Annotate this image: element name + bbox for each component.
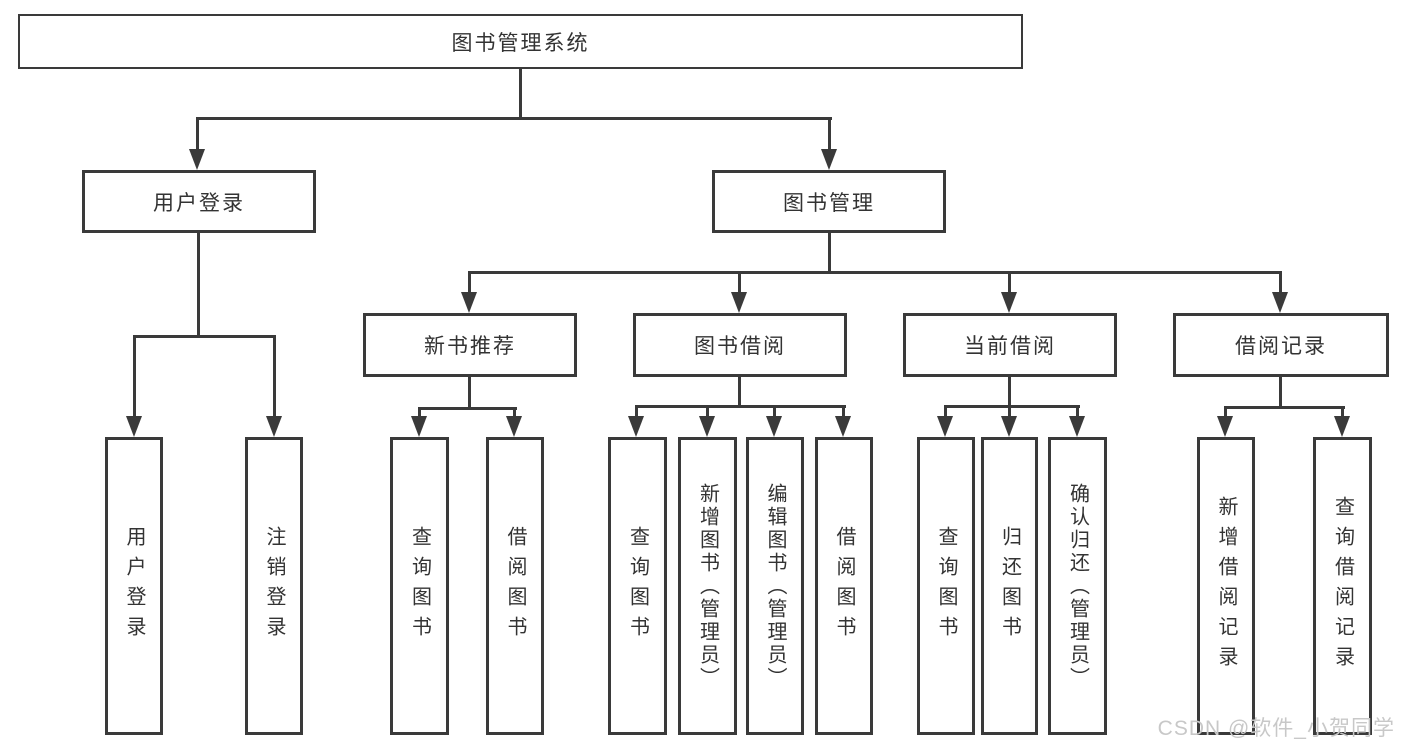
edge-borrow-drop-3	[773, 405, 776, 418]
arrowhead-icon	[1334, 416, 1350, 437]
arrowhead-icon	[266, 416, 282, 437]
arrowhead-icon	[1069, 416, 1085, 437]
edge-root-stem	[519, 68, 522, 120]
leaf-edit-books-admin: 编辑图书（管理员）	[746, 437, 804, 735]
leaf-return-books: 归还图书	[981, 437, 1038, 735]
arrowhead-icon	[1272, 292, 1288, 313]
edge-current-drop-2	[1008, 405, 1011, 418]
leaf-add-books-admin: 新增图书（管理员）	[678, 437, 737, 735]
arrowhead-icon	[731, 292, 747, 313]
edge-recommend-drop-1	[418, 407, 421, 418]
edge-current-stem	[1008, 377, 1011, 408]
edge-borrow-bar	[635, 405, 846, 408]
node-book-management: 图书管理	[712, 170, 946, 233]
edge-borrow-drop-1	[635, 405, 638, 418]
arrowhead-icon	[835, 416, 851, 437]
edge-borrow-drop-4	[842, 405, 845, 418]
arrowhead-icon	[1001, 292, 1017, 313]
edge-bookmgmt-drop-3	[1008, 271, 1011, 294]
leaf-query-borrow-record: 查询借阅记录	[1313, 437, 1372, 735]
node-new-book-recommend: 新书推荐	[363, 313, 577, 377]
leaf-logout: 注销登录	[245, 437, 303, 735]
arrowhead-icon	[126, 416, 142, 437]
csdn-watermark: CSDN @软件_小贺同学	[1157, 717, 1395, 740]
leaf-confirm-return-admin: 确认归还（管理员）	[1048, 437, 1107, 735]
leaf-recommend-borrow-books: 借阅图书	[486, 437, 544, 735]
arrowhead-icon	[1001, 416, 1017, 437]
arrowhead-icon	[506, 416, 522, 437]
arrowhead-icon	[937, 416, 953, 437]
edge-user-stem	[197, 233, 200, 337]
node-user-login: 用户登录	[82, 170, 316, 233]
leaf-borrow-query-books: 查询图书	[608, 437, 667, 735]
edge-root-bar	[196, 117, 832, 120]
edge-recommend-stem	[468, 377, 471, 410]
edge-records-drop-1	[1224, 406, 1227, 418]
leaf-user-login: 用户登录	[105, 437, 163, 735]
arrowhead-icon	[1217, 416, 1233, 437]
node-current-borrow: 当前借阅	[903, 313, 1117, 377]
edge-recommend-drop-2	[513, 407, 516, 418]
arrowhead-icon	[628, 416, 644, 437]
edge-user-drop-2	[273, 335, 276, 417]
node-book-borrow: 图书借阅	[633, 313, 847, 377]
arrowhead-icon	[189, 149, 205, 170]
edge-current-bar	[944, 405, 1080, 408]
arrowhead-icon	[821, 149, 837, 170]
leaf-borrow-books: 借阅图书	[815, 437, 873, 735]
node-root: 图书管理系统	[18, 14, 1023, 69]
edge-bookmgmt-stem	[828, 233, 831, 274]
leaf-recommend-query-books: 查询图书	[390, 437, 449, 735]
arrowhead-icon	[411, 416, 427, 437]
edge-bookmgmt-bar	[468, 271, 1282, 274]
arrowhead-icon	[766, 416, 782, 437]
edge-records-stem	[1279, 377, 1282, 409]
edge-current-drop-3	[1076, 405, 1079, 418]
edge-bookmgmt-drop-1	[468, 271, 471, 294]
node-borrow-records: 借阅记录	[1173, 313, 1389, 377]
edge-root-drop-left	[196, 117, 199, 153]
leaf-add-borrow-record: 新增借阅记录	[1197, 437, 1255, 735]
edge-borrow-drop-2	[706, 405, 709, 418]
edge-records-drop-2	[1341, 406, 1344, 418]
edge-user-drop-1	[133, 335, 136, 417]
edge-bookmgmt-drop-2	[738, 271, 741, 294]
edge-recommend-bar	[418, 407, 517, 410]
edge-root-drop-right	[828, 117, 831, 153]
leaf-current-query-books: 查询图书	[917, 437, 975, 735]
arrowhead-icon	[461, 292, 477, 313]
edge-bookmgmt-drop-4	[1279, 271, 1282, 294]
edge-current-drop-1	[944, 405, 947, 418]
edge-user-bar	[133, 335, 276, 338]
arrowhead-icon	[699, 416, 715, 437]
edge-borrow-stem	[738, 377, 741, 408]
edge-records-bar	[1224, 406, 1345, 409]
